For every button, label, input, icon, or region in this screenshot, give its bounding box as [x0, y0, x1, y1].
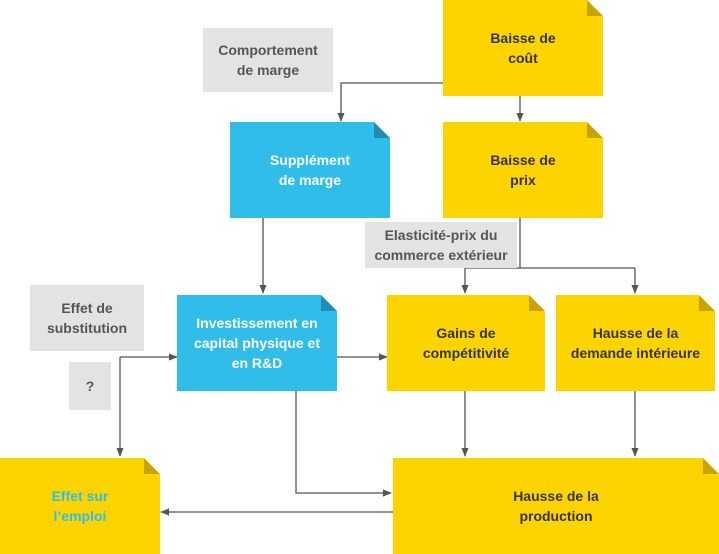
- arrow-cout-to-supplement: [337, 82, 443, 122]
- node-elasticite: Elasticité-prix du commerce extérieur: [365, 222, 517, 268]
- node-effet-emploi: Effet sur l’emploi: [0, 458, 160, 554]
- node-effet-substitution: Effet de substitution: [30, 285, 144, 351]
- node-baisse-cout: Baisse de coût: [443, 0, 603, 96]
- arrow-investissement-to-production: [295, 391, 392, 497]
- node-hausse-demande: Hausse de la demande intérieure: [556, 295, 715, 391]
- node-baisse-prix: Baisse de prix: [443, 122, 603, 218]
- node-supplement-marge: Supplément de marge: [230, 122, 390, 218]
- node-hausse-production: Hausse de la production: [393, 458, 719, 554]
- node-comportement-marge: Comportement de marge: [203, 28, 333, 92]
- node-investissement: Investissement en capital physique et en…: [177, 295, 337, 391]
- node-gains-competitivite: Gains de compétitivité: [387, 295, 545, 391]
- node-question: ?: [69, 362, 111, 410]
